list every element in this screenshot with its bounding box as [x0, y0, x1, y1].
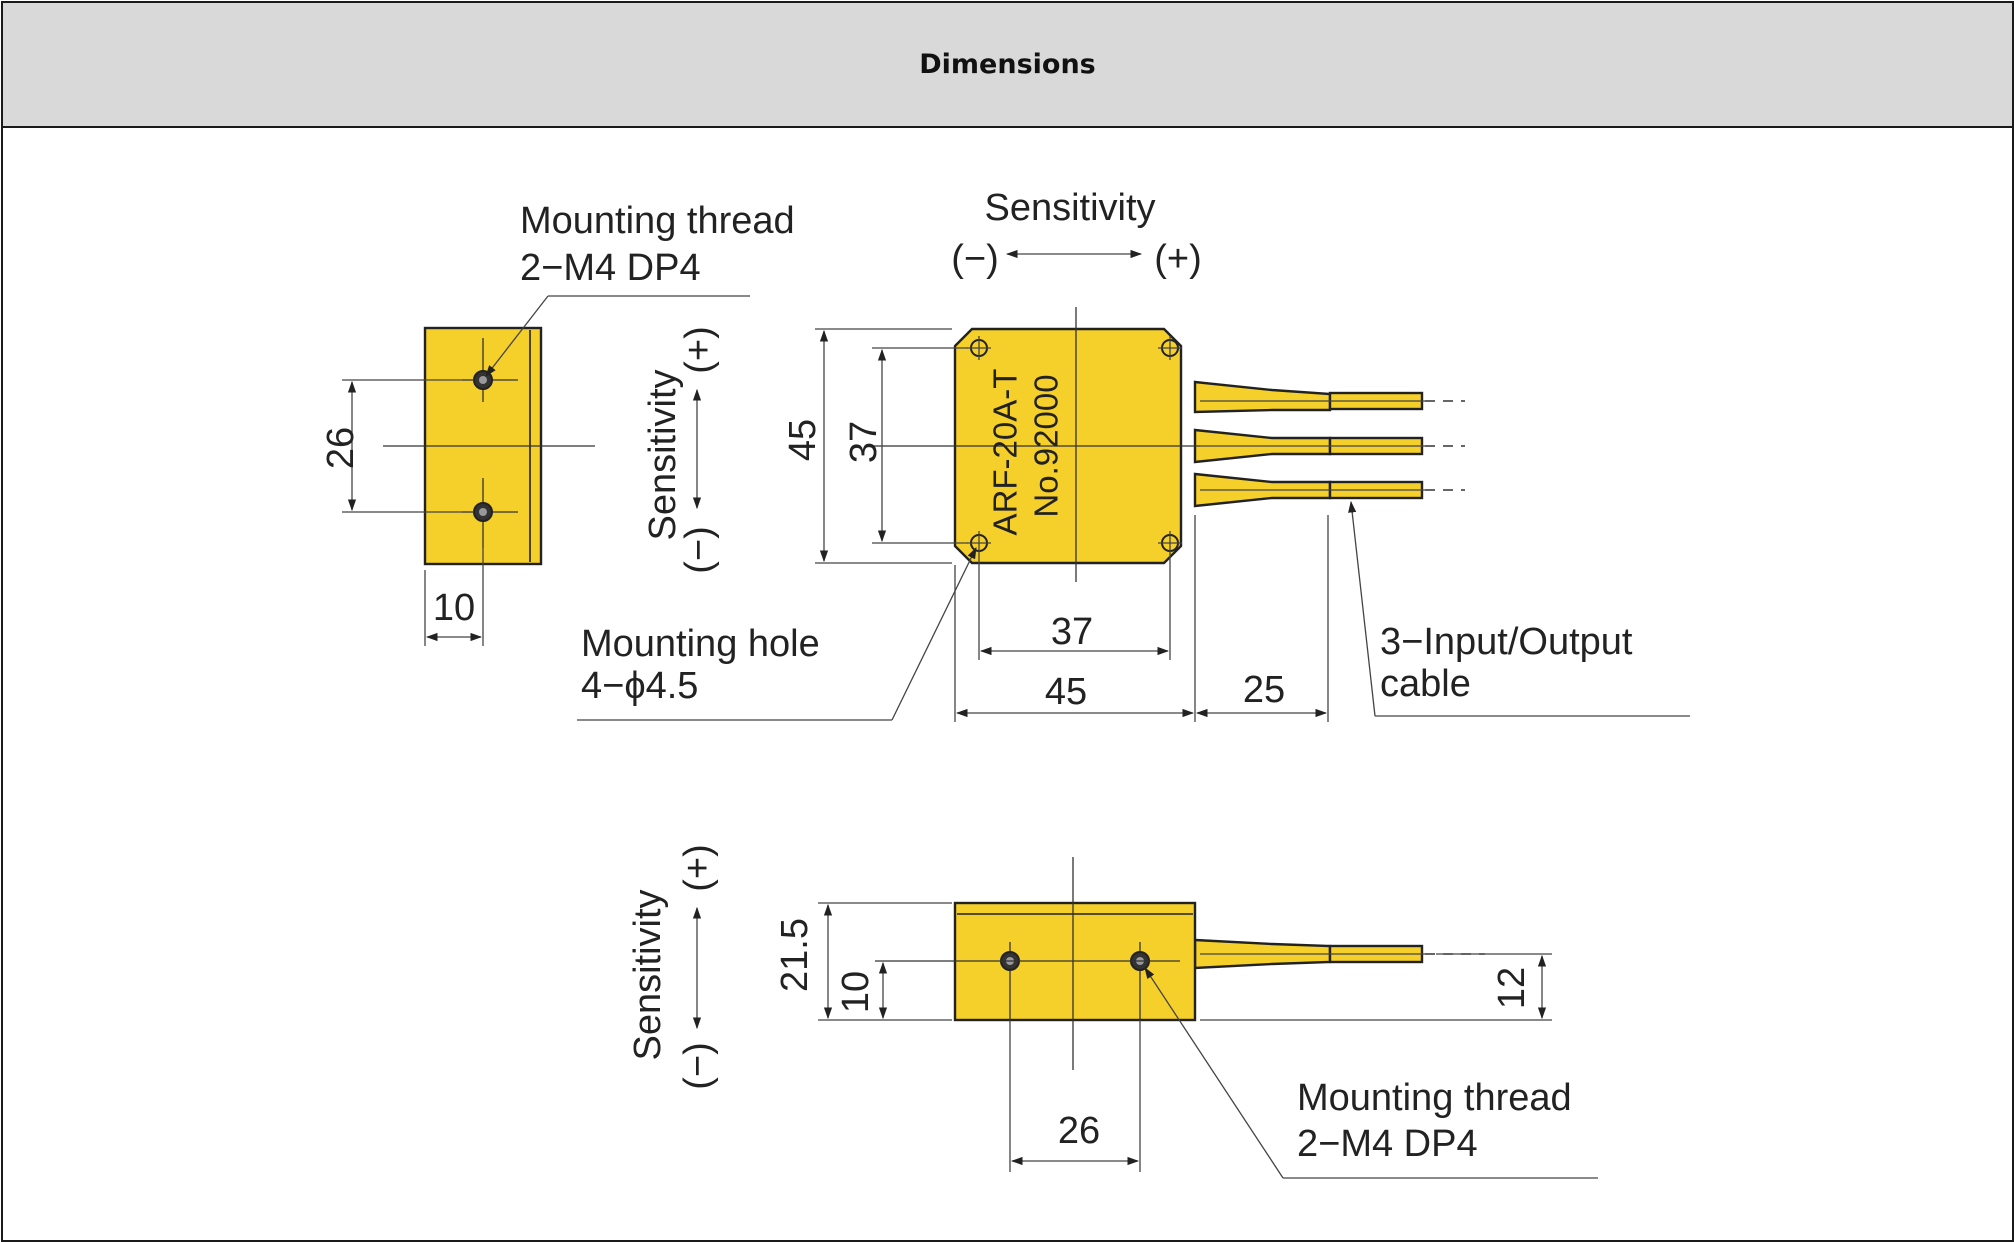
front-thread-label-2: 2−M4 DP4 — [1297, 1123, 1478, 1165]
front-view: 21.5 10 12 26 Mounting thread 2−M4 DP4 — [774, 857, 1598, 1179]
cable-label-2: cable — [1380, 663, 1471, 705]
top-sens-plus: (+) — [1154, 238, 1202, 280]
front-sens-label: Sensitivity — [627, 889, 669, 1060]
top-dim-cable: 25 — [1243, 669, 1285, 711]
panel-header: Dimensions — [3, 3, 2012, 128]
top-sens-minus: (−) — [951, 238, 999, 280]
mounting-hole-icon — [1158, 336, 1182, 360]
model-label: ARF-20A-T — [987, 369, 1024, 536]
side-view: Mounting thread 2−M4 DP4 26 10 — [320, 200, 795, 646]
front-dim-thread-spacing: 26 — [1058, 1110, 1100, 1152]
mounting-hole-icon — [1158, 531, 1182, 555]
top-dim-inner-height: 37 — [843, 421, 885, 463]
top-dim-outer-width: 45 — [1045, 671, 1087, 713]
io-cables — [1193, 380, 1465, 508]
cable-label-1: 3−Input/Output — [1380, 621, 1633, 663]
hole-label-1: Mounting hole — [581, 623, 820, 665]
top-dim-outer-height: 45 — [782, 419, 824, 461]
front-dim-height: 21.5 — [774, 918, 816, 992]
front-dim-cable-height: 12 — [1491, 967, 1533, 1009]
side-dim-height: 26 — [320, 427, 362, 469]
serial-label: No.92000 — [1028, 374, 1065, 517]
panel-title: Dimensions — [919, 49, 1096, 80]
front-thread-label-1: Mounting thread — [1297, 1077, 1572, 1119]
side-thread-label-1: Mounting thread — [520, 200, 795, 242]
top-dim-inner-width: 37 — [1051, 611, 1093, 653]
front-sensitivity-indicator: Sensitivity (+) (−) — [627, 844, 719, 1090]
hole-label-2: 4−ϕ4.5 — [581, 665, 698, 707]
side-sensitivity-indicator: Sensitivity (+) (−) — [642, 326, 720, 574]
side-sens-plus: (+) — [678, 326, 720, 374]
front-dim-thread-height: 10 — [835, 971, 877, 1013]
mounting-hole-icon — [967, 336, 991, 360]
side-sens-label: Sensitivity — [642, 369, 684, 540]
mounting-hole-icon — [967, 531, 991, 555]
side-dim-width: 10 — [433, 587, 475, 629]
side-sens-minus: (−) — [678, 526, 720, 574]
front-sens-minus: (−) — [677, 1042, 719, 1090]
front-sens-plus: (+) — [677, 844, 719, 892]
top-sens-label: Sensitivity — [984, 187, 1155, 229]
side-thread-label-2: 2−M4 DP4 — [520, 247, 701, 289]
top-view: Sensitivity (−) (+) — [577, 187, 1690, 722]
